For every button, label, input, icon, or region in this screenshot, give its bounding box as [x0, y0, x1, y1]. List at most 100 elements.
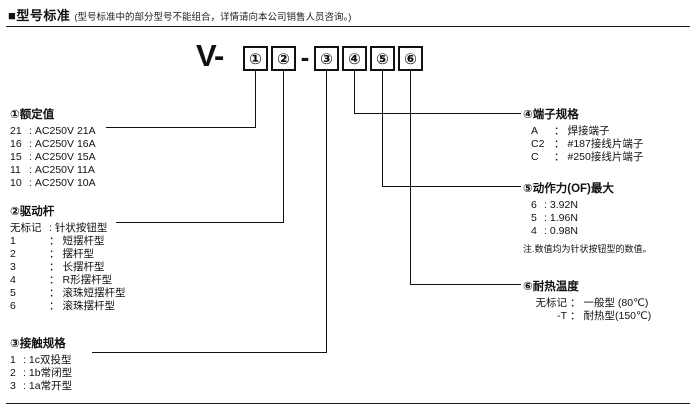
- item-separator: :: [29, 151, 32, 163]
- item-label: 1b常闭型: [28, 367, 73, 379]
- item-code: 3: [10, 261, 16, 273]
- list-item: 2：摆杆型: [10, 248, 126, 261]
- item-label: 耐热型(150℃): [583, 310, 652, 322]
- item-separator: ：: [554, 125, 565, 137]
- item-code: 5: [10, 287, 16, 299]
- section-rating-items: 21:AC250V 21A 16:AC250V 16A 15:AC250V 15…: [10, 125, 96, 190]
- section-actuator-title: ②驱动杆: [10, 206, 55, 218]
- section-rating-title: ①额定值: [10, 109, 55, 121]
- item-label: #187接线片端子: [567, 138, 644, 150]
- item-separator: ：: [554, 138, 565, 150]
- item-separator: ：: [570, 310, 581, 322]
- list-item: C2 ：#187接线片端子: [531, 138, 643, 151]
- item-label: 针状按钮型: [54, 222, 108, 234]
- item-separator: :: [23, 354, 26, 366]
- section-operating-force-items: 6:3.92N 5:1.96N 4:0.98N: [531, 199, 652, 238]
- item-label: 焊接端子: [567, 125, 610, 137]
- leader-line-5-horizontal: [382, 186, 521, 187]
- section-heat-resistance-items: 无标记：一般型 (80℃) -T：耐热型(150℃): [531, 297, 652, 323]
- item-code: 15: [10, 151, 22, 163]
- list-item: 6:3.92N: [531, 199, 652, 212]
- section-operating-force-title: ⑤动作力(OF)最大: [523, 183, 614, 195]
- item-label: AC250V 15A: [34, 151, 96, 163]
- item-label: 滚珠摆杆型: [62, 300, 116, 312]
- list-item: 11:AC250V 11A: [10, 164, 96, 177]
- leader-line-2-vertical: [283, 71, 284, 222]
- list-item: 4：R形摆杆型: [10, 274, 126, 287]
- item-code: 11: [10, 164, 21, 176]
- item-code: 6: [531, 199, 537, 211]
- leader-line-6-vertical: [410, 71, 411, 284]
- item-separator: :: [544, 199, 547, 211]
- item-separator: :: [23, 380, 26, 392]
- page-bottom-divider: [6, 403, 690, 404]
- item-label: 摆杆型: [62, 248, 95, 260]
- model-digit-box-6: ⑥: [398, 46, 423, 71]
- operating-force-note: 注.数值均为针状按钮型的数值。: [523, 244, 652, 254]
- item-label: R形摆杆型: [62, 274, 113, 286]
- section-terminal-title: ④端子规格: [523, 109, 579, 121]
- page-header: ■型号标准 (型号标准中的部分型号不能组合，详情请向本公司销售人员咨询。): [8, 5, 351, 24]
- section-contact-items: 1:1c双投型 2:1b常闭型 3:1a常开型: [10, 354, 72, 393]
- item-label: 短摆杆型: [62, 235, 105, 247]
- item-separator: :: [23, 367, 26, 379]
- item-separator: ：: [49, 274, 60, 286]
- item-code: 3: [10, 380, 16, 392]
- leader-line-1-horizontal: [106, 127, 256, 128]
- leader-line-1-vertical: [255, 71, 256, 127]
- section-terminal: ④端子规格 A：焊接端子 C2：#187接线片端子 C：#250接线片端子: [523, 106, 643, 164]
- section-actuator-items: 无标记:针状按钮型 1：短摆杆型 2：摆杆型 3：长摆杆型 4：R形摆杆型 5：…: [10, 222, 126, 313]
- item-label: #250接线片端子: [567, 151, 644, 163]
- item-separator: ：: [49, 300, 60, 312]
- item-label: AC250V 16A: [34, 138, 96, 150]
- list-item: 3：长摆杆型: [10, 261, 126, 274]
- item-separator: :: [29, 164, 32, 176]
- item-label: 0.98N: [549, 225, 578, 237]
- item-code: 无标记: [535, 297, 568, 309]
- item-separator: :: [29, 125, 32, 137]
- item-code: 6: [10, 300, 16, 312]
- header-divider: [6, 26, 690, 27]
- item-separator: ：: [49, 235, 60, 247]
- section-heat-resistance-title: ⑥耐热温度: [523, 281, 579, 293]
- item-code: 2: [10, 367, 16, 379]
- item-code: -T: [557, 310, 567, 322]
- list-item: 无标记:针状按钮型: [10, 222, 126, 235]
- list-item: 3:1a常开型: [10, 380, 72, 393]
- item-label: 3.92N: [549, 199, 578, 211]
- leader-line-4-horizontal: [354, 113, 521, 114]
- list-item: A ：焊接端子: [531, 125, 643, 138]
- item-code: 5: [531, 212, 537, 224]
- item-separator: ：: [49, 287, 60, 299]
- leader-line-4-vertical: [354, 71, 355, 113]
- item-code: 1: [10, 235, 16, 247]
- section-contact-title: ③接触规格: [10, 338, 66, 350]
- item-code: 10: [10, 177, 22, 189]
- item-code: C2: [531, 138, 545, 150]
- item-separator: :: [29, 138, 32, 150]
- list-item: C：#250接线片端子: [531, 151, 643, 164]
- list-item: 15:AC250V 15A: [10, 151, 96, 164]
- list-item: 21:AC250V 21A: [10, 125, 96, 138]
- list-item: 5:1.96N: [531, 212, 652, 225]
- item-code: A: [531, 125, 539, 137]
- list-item: 4:0.98N: [531, 225, 652, 238]
- item-label: AC250V 10A: [34, 177, 96, 189]
- item-separator: ：: [49, 248, 60, 260]
- model-digit-box-3: ③: [314, 46, 339, 71]
- item-separator: ：: [554, 151, 565, 163]
- model-digit-box-5: ⑤: [370, 46, 395, 71]
- header-note: (型号标准中的部分型号不能组合，详情请向本公司销售人员咨询。): [74, 12, 352, 23]
- list-item: 16:AC250V 16A: [10, 138, 96, 151]
- item-code: 4: [531, 225, 537, 237]
- item-separator: :: [49, 222, 52, 234]
- model-separator: -: [300, 42, 310, 72]
- leader-line-3-horizontal: [92, 352, 327, 353]
- leader-line-3-vertical: [326, 71, 327, 352]
- list-item: 10:AC250V 10A: [10, 177, 96, 190]
- item-separator: ：: [570, 297, 581, 309]
- item-label: AC250V 11A: [34, 164, 95, 176]
- item-code: 1: [10, 354, 16, 366]
- list-item: 1 ：短摆杆型: [10, 235, 126, 248]
